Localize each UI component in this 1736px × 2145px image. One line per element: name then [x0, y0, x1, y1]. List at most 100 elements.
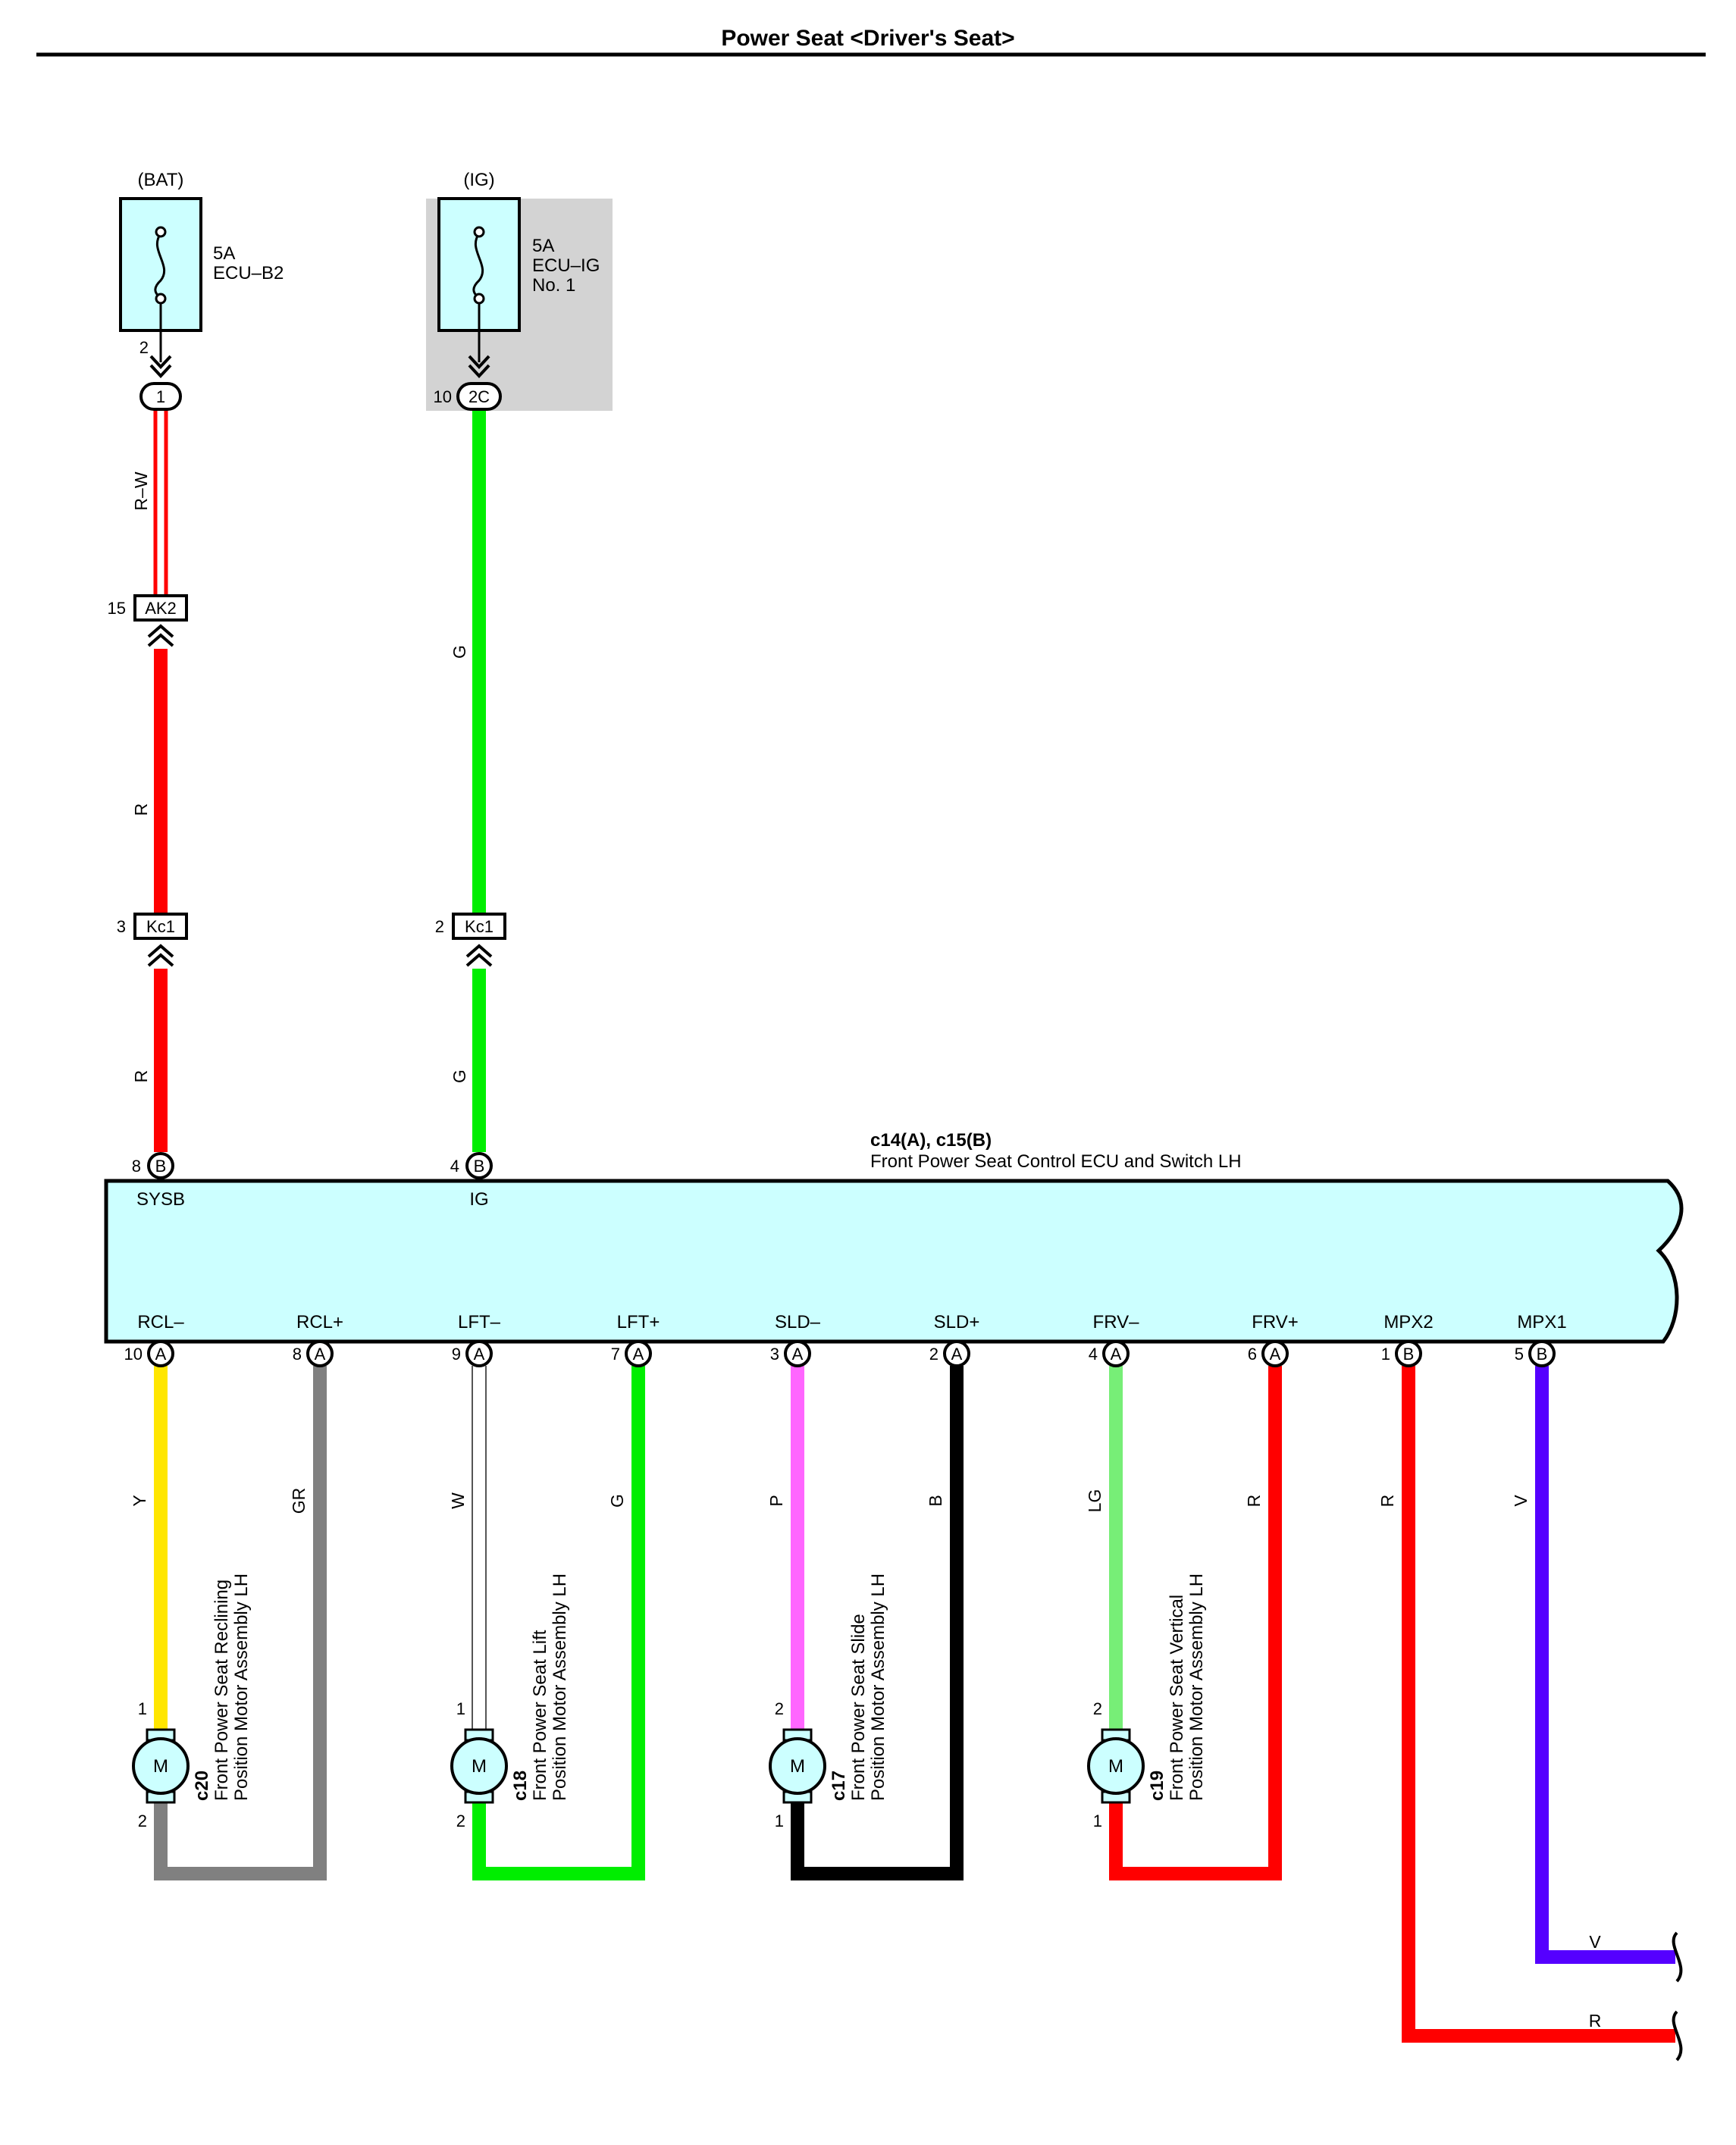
ecu-pin-number: 7 — [611, 1345, 620, 1364]
ecu-pin — [147, 1340, 174, 1367]
connector-2c — [456, 382, 502, 411]
ecu-terminal-sld: SLD– — [775, 1312, 821, 1332]
ecu-pin-number: 6 — [1248, 1345, 1257, 1364]
ecu-pin — [465, 1340, 493, 1367]
ecu-pin-number: 1 — [1381, 1345, 1390, 1364]
fuse-terminal — [155, 226, 167, 238]
motor-name: Position Motor Assembly LH — [231, 1574, 252, 1801]
ecu-terminal-frv: FRV– — [1093, 1312, 1140, 1332]
motor-pin-bottom: 2 — [138, 1812, 147, 1830]
motor-symbol: M — [472, 1756, 487, 1777]
ecu-pin-conn: B — [1403, 1345, 1415, 1364]
fuse-terminal — [473, 293, 485, 305]
chevron-down-icon — [149, 355, 172, 378]
wire-motor-return — [791, 1802, 964, 1880]
motor-id: c18 — [510, 1771, 531, 1801]
ecu-pin-conn: B — [1537, 1345, 1548, 1364]
ecu-pin-number: 9 — [452, 1345, 461, 1364]
junction-kc1-b-label: Kc1 — [465, 917, 494, 936]
wire-label-g: G — [450, 1069, 469, 1083]
fuse-ecu-b2-pin: 2 — [139, 338, 149, 357]
exit-wire-label-r: R — [1589, 2011, 1602, 2031]
ecu-pin-conn: A — [1270, 1345, 1281, 1364]
motor-pin-top: 2 — [775, 1699, 784, 1718]
wire-label: W — [448, 1492, 468, 1509]
wire-label: G — [607, 1494, 627, 1508]
ecu-pin-number: 8 — [293, 1345, 302, 1364]
junction-kc1-a-pin: 3 — [117, 917, 126, 936]
diagram-title: Power Seat <Driver's Seat> — [721, 26, 1014, 51]
wire-label: R — [1377, 1495, 1397, 1508]
motor-pin-top: 1 — [456, 1699, 465, 1718]
motor-name: Front Power Seat Lift — [530, 1630, 550, 1801]
ecu-terminal-frv: FRV+ — [1252, 1312, 1299, 1332]
motor-name: Front Power Seat Slide — [848, 1614, 869, 1801]
motor-pin-bottom: 1 — [775, 1812, 784, 1830]
ecu-pin-sysb — [147, 1152, 174, 1179]
fuse-ecu-b2-rating: 5A — [213, 243, 235, 264]
wire-label: LG — [1085, 1489, 1105, 1513]
ecu-pin — [943, 1340, 970, 1367]
ecu-pin-conn: A — [633, 1345, 644, 1364]
ecu-terminal-mpx1: MPX1 — [1517, 1312, 1566, 1332]
ecu-pin-number: 5 — [1515, 1345, 1524, 1364]
ecu-pin-conn: A — [315, 1345, 326, 1364]
wire-break-icon — [1672, 2010, 1683, 2062]
junction-kc1-b-pin: 2 — [435, 917, 444, 936]
motor-pin-top: 1 — [138, 1699, 147, 1718]
ecu-terminal-lft: LFT+ — [617, 1312, 660, 1332]
ecu-terminal-sysb: SYSB — [136, 1189, 185, 1210]
ecu-pin-ig-conn: B — [474, 1157, 485, 1176]
ecu-pin — [1102, 1340, 1130, 1367]
ecu-pin-sysb-conn: B — [155, 1157, 167, 1176]
ecu-terminal-lft: LFT– — [458, 1312, 501, 1332]
chevron-down-icon — [468, 355, 490, 378]
ecu-pin — [784, 1340, 811, 1367]
motor-name: Position Motor Assembly LH — [868, 1574, 888, 1801]
ig-source-label: (IG) — [463, 170, 494, 190]
wire-label: R — [1244, 1495, 1264, 1508]
fuse-ecu-ig-number: No. 1 — [532, 275, 575, 296]
motor-id: c19 — [1147, 1771, 1167, 1801]
bat-source-label: (BAT) — [138, 170, 184, 190]
wire-label-r: R — [131, 1070, 151, 1083]
ecu-pin-number: 10 — [124, 1345, 143, 1364]
fuse-ecu-ig-rating: 5A — [532, 236, 554, 256]
ecu-pin — [1395, 1340, 1422, 1367]
connector-2c-pin: 10 — [434, 387, 452, 406]
motor-pin-top: 2 — [1093, 1699, 1102, 1718]
ecu-pin — [306, 1340, 334, 1367]
ecu-pin-conn: A — [474, 1345, 485, 1364]
ecu-pin — [1528, 1340, 1556, 1367]
motor-symbol: M — [153, 1756, 168, 1777]
ecu-pin-number: 3 — [770, 1345, 779, 1364]
ecu-pin-conn: A — [951, 1345, 963, 1364]
ecu-body — [104, 1179, 1684, 1344]
ecu-pin-sysb-number: 8 — [132, 1157, 141, 1176]
wire-mpx1 — [1535, 1366, 1675, 1964]
motor-icon — [769, 1737, 826, 1795]
exit-wire-label-v: V — [1589, 1932, 1601, 1952]
wire-label: V — [1511, 1495, 1531, 1507]
wire-label: B — [926, 1495, 945, 1506]
ecu-pin — [1261, 1340, 1289, 1367]
ecu-terminal-sld: SLD+ — [934, 1312, 980, 1332]
ecu-connector-ids: c14(A), c15(B) — [870, 1130, 992, 1151]
motor-pin-bottom: 1 — [1093, 1812, 1102, 1830]
ecu-terminal-mpx2: MPX2 — [1383, 1312, 1433, 1332]
motor-pin-bottom: 2 — [456, 1812, 465, 1830]
ecu-pin-conn: A — [1111, 1345, 1122, 1364]
wire-label: Y — [130, 1495, 149, 1506]
junction-ak2 — [133, 594, 188, 622]
motor-name: Position Motor Assembly LH — [550, 1574, 570, 1801]
fuse-terminal — [155, 293, 167, 305]
lower-circuit: RCL–A10YRCL+A8GRLFT–A9WLFT+A7GSLD–A3PSLD… — [124, 1312, 1683, 2062]
motor-name: Front Power Seat Reclining — [212, 1580, 232, 1801]
chevron-up-icon — [147, 624, 174, 647]
fuse-ecu-ig-name: ECU–IG — [532, 255, 600, 276]
wire-label: P — [766, 1495, 786, 1506]
junction-kc1-a — [133, 913, 188, 940]
junction-kc1-b — [452, 913, 506, 940]
motor-name: Front Power Seat Vertical — [1167, 1595, 1187, 1801]
